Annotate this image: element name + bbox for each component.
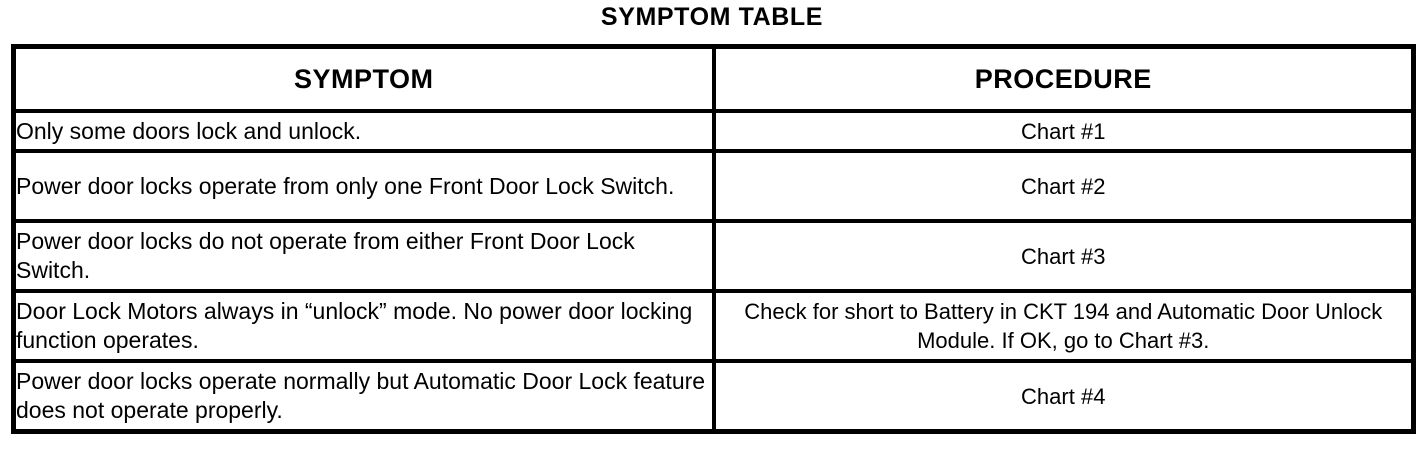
symptom-table: SYMPTOM PROCEDURE Only some doors lock a… (11, 44, 1416, 434)
cell-procedure: Chart #4 (711, 359, 1416, 434)
cell-procedure: Check for short to Battery in CKT 194 an… (711, 289, 1416, 363)
table-row: Power door locks do not operate from eit… (11, 219, 1416, 293)
column-header-procedure: PROCEDURE (711, 44, 1416, 113)
cell-procedure: Chart #3 (711, 219, 1416, 293)
cell-symptom: Power door locks operate from only one F… (11, 149, 716, 223)
column-header-symptom: SYMPTOM (11, 44, 716, 113)
table-row: Power door locks operate from only one F… (11, 149, 1416, 223)
cell-procedure: Chart #2 (711, 149, 1416, 223)
table-row: Only some doors lock and unlock. Chart #… (11, 109, 1416, 153)
cell-symptom: Power door locks operate normally but Au… (11, 359, 716, 434)
cell-symptom: Door Lock Motors always in “unlock” mode… (11, 289, 716, 363)
cell-symptom: Only some doors lock and unlock. (11, 109, 716, 153)
table-row: Power door locks operate normally but Au… (11, 359, 1416, 434)
cell-procedure: Chart #1 (711, 109, 1416, 153)
page-title: SYMPTOM TABLE (600, 3, 824, 31)
table-row: Door Lock Motors always in “unlock” mode… (11, 289, 1416, 363)
cell-symptom: Power door locks do not operate from eit… (11, 219, 716, 293)
table-header-row: SYMPTOM PROCEDURE (11, 44, 1416, 113)
